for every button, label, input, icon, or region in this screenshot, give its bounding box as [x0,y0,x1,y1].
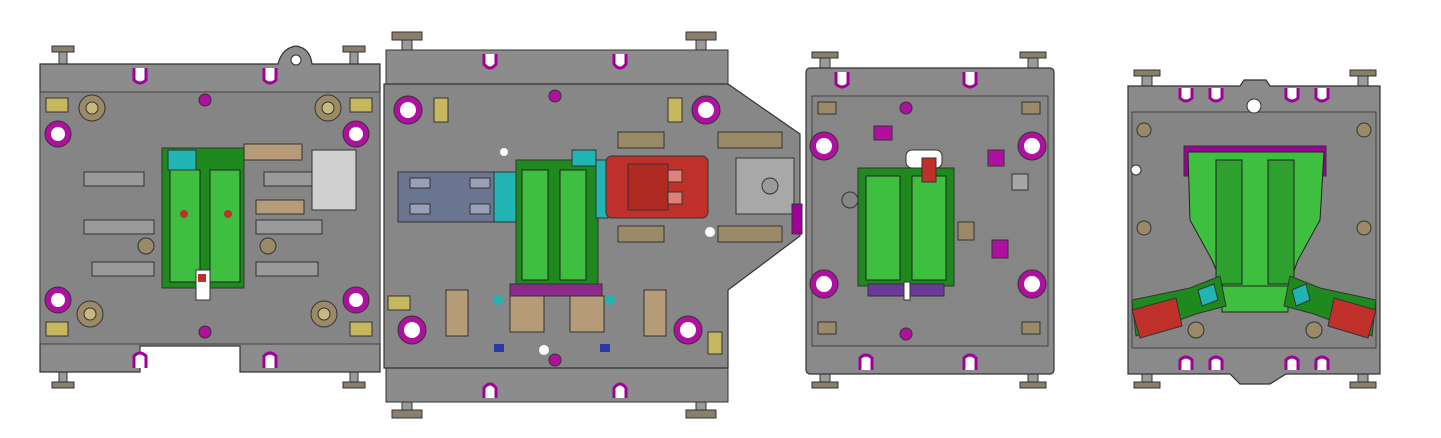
view-3-feet [811,51,1047,389]
view-2-left-slide [397,171,517,223]
view-1-slots [132,68,278,368]
mold-view-1 [39,45,381,389]
view-2-bottom-clamp [385,365,729,403]
mold-view-4 [1127,69,1381,389]
view-4-core-insert [1183,145,1327,313]
view-2-guide-pins [393,89,721,367]
view-4-right-angled-slide [1283,275,1377,339]
view-2-top-clamp [385,49,729,87]
view-1-brass-blocks [45,97,373,337]
view-4-left-angled-slide [1131,275,1227,339]
mold-view-2 [383,31,803,419]
view-1-slide-bars [83,171,325,277]
view-1-feet [51,45,366,389]
view-3-slots [834,72,978,370]
view-2-slots [482,54,628,398]
view-4-slots [1178,88,1330,370]
view-3-guide-pins [809,101,1047,341]
view-4-bolts [1136,122,1372,339]
view-2-ejector-blocks [445,289,667,337]
view-1-core-insert [161,147,245,301]
mold-view-3 [805,51,1055,389]
view-2-core-insert [515,149,609,289]
view-3-core-insert [857,157,955,301]
view-1-guide-pins [44,93,370,339]
view-2-right-slide [605,155,709,219]
view-4-feet [1133,69,1377,389]
